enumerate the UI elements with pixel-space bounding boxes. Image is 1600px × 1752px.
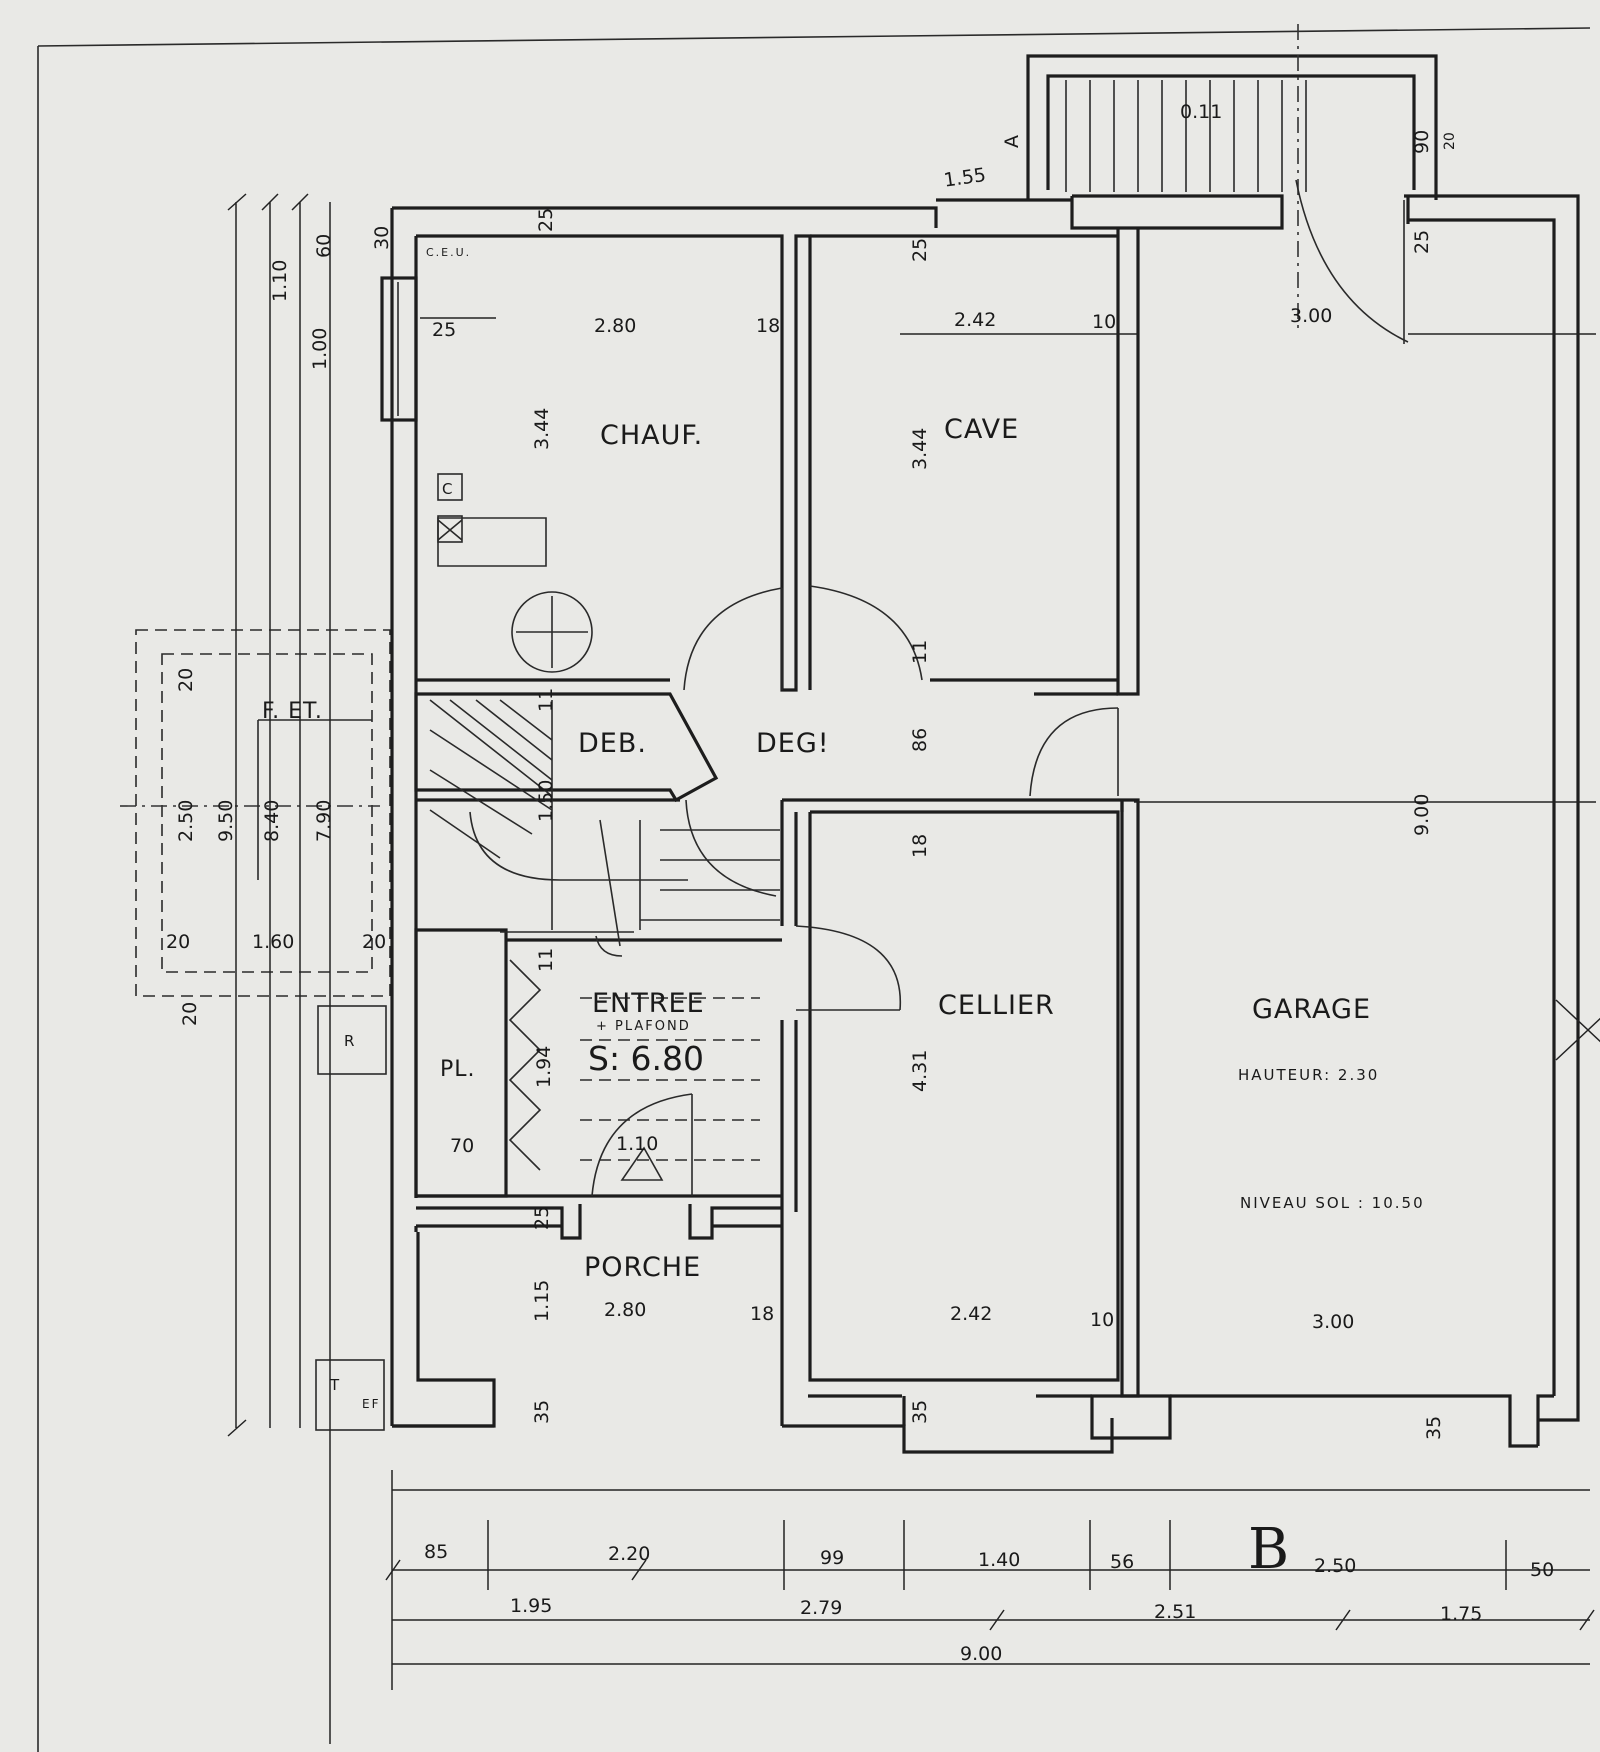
- dim-garage-depth: 9.00: [1411, 794, 1433, 836]
- dim-wall-25c: 25: [909, 238, 931, 262]
- row1-dim-2: 99: [820, 1547, 844, 1569]
- outer-walls: [390, 194, 1580, 1454]
- dim-cellier-h: 4.31: [909, 1050, 931, 1092]
- r-box-label: R: [344, 1032, 356, 1050]
- dim-wall-18b: 18: [750, 1303, 774, 1325]
- row1-dim-5: 2.50: [1314, 1555, 1356, 1577]
- dim-wall-18a: 18: [756, 315, 780, 337]
- dim-wall-20: 20: [1442, 132, 1458, 150]
- arrow-a-label: A: [1001, 135, 1023, 148]
- row1-dim-4: 56: [1110, 1551, 1134, 1573]
- room-dimensions: 2.80 2.42 3.00 2.42 3.00 2.80 70 1.10 25…: [166, 164, 1354, 1333]
- dim-left-790: 7.90: [313, 800, 335, 842]
- room-labels: CHAUF. CAVE DEB. DEG! ENTREE CELLIER GAR…: [262, 414, 1371, 1283]
- row1-dim-6: 50: [1530, 1559, 1554, 1581]
- dim-wall-10a: 10: [1092, 311, 1116, 333]
- dim-wall-11c: 11: [535, 948, 557, 972]
- room-label-fet: F. ET.: [262, 699, 323, 724]
- dim-left-950: 9.50: [215, 800, 237, 842]
- niveau-note: NIVEAU SOL : 10.50: [1240, 1194, 1425, 1212]
- row2-dim-1: 2.79: [800, 1597, 842, 1619]
- room-label-porche: PORCHE: [584, 1252, 701, 1283]
- dim-wall-86: 86: [909, 728, 931, 752]
- room-label-cellier: CELLIER: [938, 990, 1055, 1021]
- dim-wall-11b: 11: [909, 640, 931, 664]
- dim-left-160: 1.60: [252, 931, 294, 953]
- row1-dim-3: 1.40: [978, 1549, 1020, 1571]
- dim-wall-90: 90: [1411, 130, 1433, 154]
- room-label-degt: DEG!: [756, 728, 830, 759]
- room-label-garage: GARAGE: [1252, 994, 1371, 1025]
- dim-entree-d: 1.94: [533, 1046, 555, 1088]
- interior-walls: [414, 228, 1140, 1398]
- dim-left-20d: 20: [179, 1002, 201, 1026]
- dim-pl-w: 70: [450, 1135, 474, 1157]
- room-label-chauf: CHAUF.: [600, 420, 703, 451]
- sheet-border: [37, 27, 1591, 1752]
- dim-wall-25e: 25: [531, 1206, 553, 1230]
- dim-wall-25d: 25: [1411, 230, 1433, 254]
- ef-label: EF: [362, 1397, 380, 1411]
- dim-wall-35a: 35: [531, 1400, 553, 1424]
- dim-stair-155: 1.55: [942, 164, 987, 192]
- dim-left-100: 1.00: [309, 328, 331, 370]
- dim-wall-18c: 18: [909, 834, 931, 858]
- dim-chauf-h: 3.44: [531, 408, 553, 450]
- dim-left-840: 8.40: [261, 800, 283, 842]
- row2-dim-2: 2.51: [1154, 1601, 1196, 1623]
- dim-porche-w: 2.80: [604, 1299, 646, 1321]
- dim-wall-25a: 25: [432, 319, 456, 341]
- dim-garage-w-bottom: 3.00: [1312, 1311, 1354, 1333]
- dim-left-250: 2.50: [175, 800, 197, 842]
- section-marker-b: B: [1248, 1517, 1289, 1582]
- room-label-pl: PL.: [440, 1057, 476, 1082]
- row1-dim-0: 85: [424, 1541, 448, 1563]
- left-window: [380, 276, 418, 422]
- door-swings: [591, 585, 1119, 1197]
- dim-door-w: 1.10: [616, 1133, 658, 1155]
- room-label-deb: DEB.: [578, 728, 647, 759]
- bottom-dimension-chain: 85 2.20 99 1.40 56 2.50 50 1.95 2.79 2.5…: [424, 1541, 1554, 1665]
- stair-number-label: 0.11: [1180, 101, 1222, 123]
- dim-wall-30: 30: [371, 226, 393, 250]
- dim-left-20b: 20: [362, 931, 386, 953]
- c-box-label: C: [442, 480, 454, 498]
- dim-chauf-w: 2.80: [594, 315, 636, 337]
- dim-cave-h: 3.44: [909, 428, 931, 470]
- ceu-note: C.E.U.: [426, 246, 471, 259]
- rotated-dimensions: 3.44 3.44 4.31 9.00 1.94 1.15 25 25 25 2…: [175, 130, 1458, 1440]
- dim-wall-35c: 35: [1423, 1416, 1445, 1440]
- surface-note: S: 6.80: [588, 1039, 704, 1078]
- interior-stair: [429, 699, 780, 1181]
- row2-dim-0: 1.95: [510, 1595, 552, 1617]
- dim-left-20a: 20: [166, 931, 190, 953]
- dim-stair-150: 1.50: [535, 780, 557, 822]
- dim-porche-d: 1.15: [531, 1280, 553, 1322]
- room-label-entree: ENTREE: [592, 988, 705, 1019]
- room-label-cave: CAVE: [944, 414, 1019, 445]
- dim-cave-w: 2.42: [954, 309, 996, 331]
- dim-wall-10b: 10: [1090, 1309, 1114, 1331]
- row2-dim-3: 1.75: [1440, 1603, 1482, 1625]
- plafond-note: + PLAFOND: [596, 1019, 691, 1034]
- boiler-fixtures: [437, 473, 593, 673]
- exterior-stair: [1026, 24, 1438, 344]
- dim-wall-11a: 11: [535, 688, 557, 712]
- dim-left-20c: 20: [175, 668, 197, 692]
- row3-dim: 9.00: [960, 1643, 1002, 1665]
- t-label: T: [329, 1376, 341, 1394]
- dim-garage-w-top: 3.00: [1290, 305, 1332, 327]
- annotations: + PLAFOND S: 6.80 HAUTEUR: 2.30 NIVEAU S…: [329, 101, 1425, 1582]
- dim-wall-25b: 25: [535, 208, 557, 232]
- dim-left-60: 60: [313, 234, 335, 258]
- dim-cellier-w: 2.42: [950, 1303, 992, 1325]
- dim-wall-35b: 35: [909, 1400, 931, 1424]
- annex-outline: [120, 629, 391, 1431]
- dimension-lines: [227, 193, 1600, 1744]
- row1-dim-1: 2.20: [608, 1543, 650, 1565]
- hauteur-note: HAUTEUR: 2.30: [1238, 1066, 1379, 1084]
- dim-left-110: 1.10: [269, 260, 291, 302]
